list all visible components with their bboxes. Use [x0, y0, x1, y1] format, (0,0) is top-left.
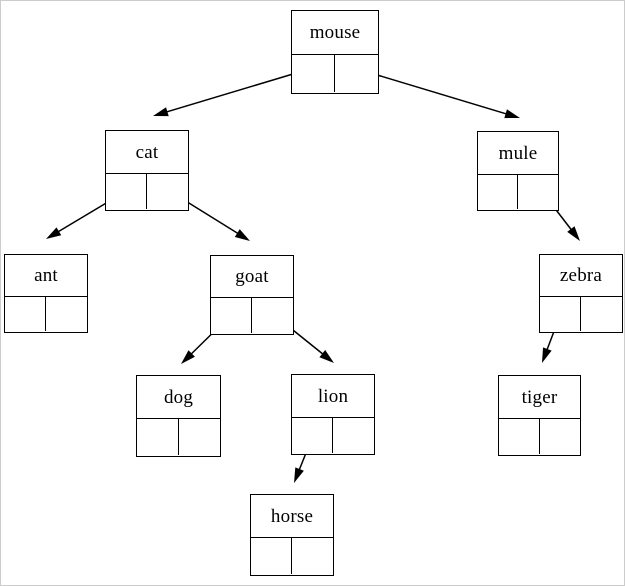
- pointer-cell-left-cat: [106, 174, 147, 209]
- node-pointers-dog: [137, 419, 220, 455]
- node-pointers-horse: [251, 538, 333, 574]
- pointer-cell-right-goat: [252, 298, 293, 333]
- tree-node-dog: dog: [136, 375, 221, 457]
- edge-arrowhead: [234, 229, 250, 241]
- node-pointers-mule: [478, 175, 558, 209]
- edge-mouse-to-cat: [153, 67, 314, 117]
- tree-node-cat: cat: [105, 130, 189, 211]
- tree-node-horse: horse: [250, 494, 334, 576]
- edge-arrowhead: [567, 226, 580, 241]
- node-pointers-ant: [5, 297, 87, 331]
- edge-arrowhead: [181, 350, 195, 364]
- node-label-zebra: zebra: [540, 255, 622, 297]
- node-label-ant: ant: [5, 255, 87, 297]
- edge-arrowhead: [294, 467, 304, 483]
- pointer-cell-right-horse: [292, 538, 333, 574]
- node-label-horse: horse: [251, 495, 333, 538]
- edge-arrowhead: [504, 109, 520, 119]
- tree-node-lion: lion: [291, 374, 375, 455]
- tree-node-mouse: mouse: [291, 10, 379, 94]
- tree-node-mule: mule: [477, 131, 559, 211]
- node-label-mouse: mouse: [292, 11, 378, 55]
- pointer-cell-right-ant: [46, 297, 87, 331]
- pointer-cell-left-tiger: [499, 419, 540, 454]
- pointer-cell-left-horse: [251, 538, 292, 574]
- node-label-mule: mule: [478, 132, 558, 175]
- pointer-cell-left-zebra: [540, 297, 581, 331]
- pointer-cell-left-mule: [478, 175, 518, 209]
- pointer-cell-left-goat: [211, 298, 252, 333]
- pointer-cell-left-lion: [292, 418, 333, 453]
- node-pointers-zebra: [540, 297, 622, 331]
- node-label-cat: cat: [106, 131, 188, 174]
- pointer-cell-right-zebra: [581, 297, 622, 331]
- pointer-cell-right-mouse: [335, 55, 378, 92]
- pointer-cell-left-dog: [137, 419, 179, 455]
- tree-node-ant: ant: [4, 254, 88, 333]
- edge-arrowhead: [542, 347, 552, 363]
- pointer-cell-right-lion: [333, 418, 374, 453]
- edge-arrowhead: [319, 350, 334, 363]
- node-label-tiger: tiger: [499, 376, 580, 419]
- node-pointers-cat: [106, 174, 188, 209]
- pointer-cell-right-dog: [178, 419, 220, 455]
- node-pointers-lion: [292, 418, 374, 453]
- pointer-cell-right-tiger: [539, 419, 580, 454]
- edge-arrowhead: [46, 227, 62, 239]
- tree-node-tiger: tiger: [498, 375, 581, 456]
- tree-node-goat: goat: [210, 255, 294, 335]
- node-label-goat: goat: [211, 256, 293, 298]
- tree-node-zebra: zebra: [539, 254, 623, 333]
- pointer-cell-right-cat: [147, 174, 188, 209]
- edge-arrowhead: [153, 107, 169, 117]
- node-pointers-goat: [211, 298, 293, 333]
- node-label-dog: dog: [137, 376, 220, 419]
- pointer-cell-left-mouse: [292, 55, 335, 92]
- pointer-cell-right-mule: [518, 175, 558, 209]
- node-pointers-tiger: [499, 419, 580, 454]
- node-label-lion: lion: [292, 375, 374, 418]
- node-pointers-mouse: [292, 55, 378, 92]
- pointer-cell-left-ant: [5, 297, 46, 331]
